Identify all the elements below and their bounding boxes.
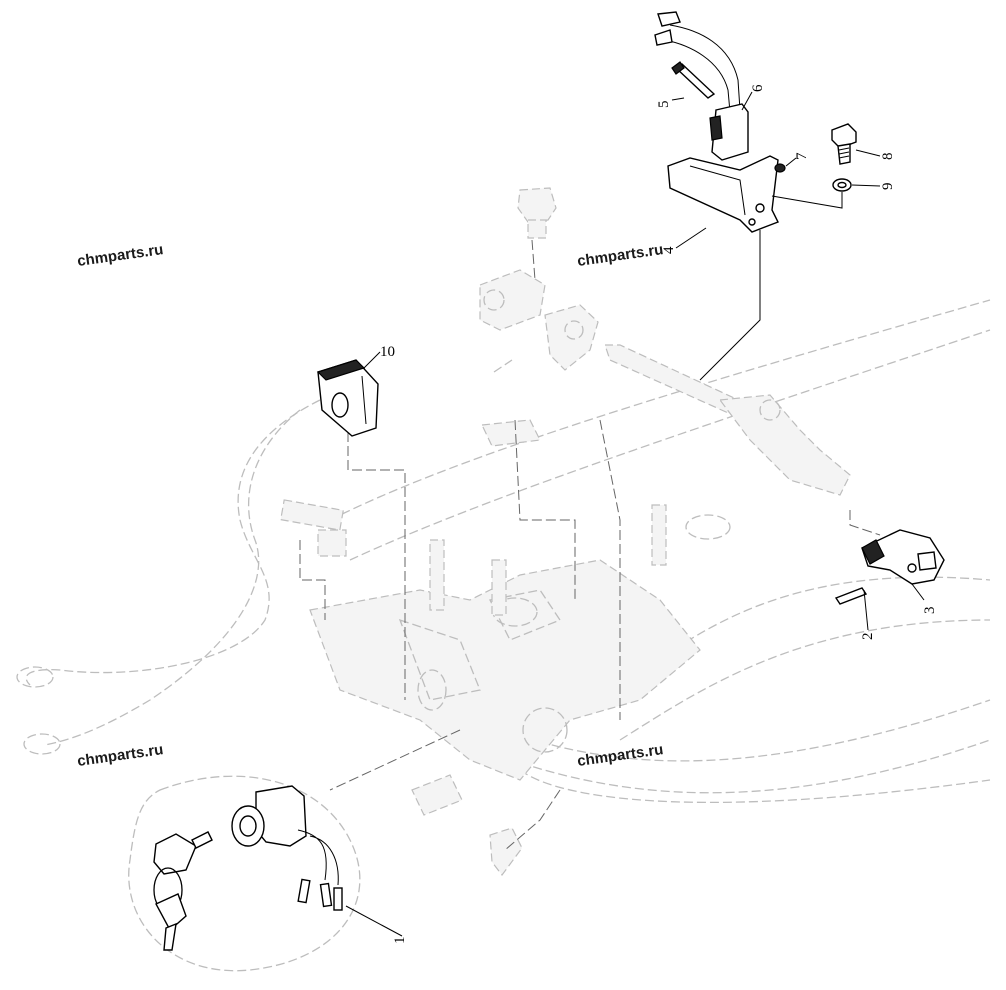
pin-part-2 xyxy=(834,587,868,605)
micro-switch-part-6 xyxy=(654,11,749,161)
watermark-bottom-left: chmparts.ru xyxy=(76,741,164,770)
callout-8: 8 xyxy=(880,153,896,161)
callout-1: 1 xyxy=(392,937,408,945)
nut-part-7 xyxy=(774,163,786,173)
ghost-context-frame xyxy=(16,187,991,876)
callout-leaders xyxy=(345,91,925,937)
lever-cam-part-3 xyxy=(861,529,945,585)
bolt-part-8 xyxy=(831,123,857,165)
watermark-top-left: chmparts.ru xyxy=(76,241,164,270)
callout-9: 9 xyxy=(880,183,896,191)
bracket-part-4 xyxy=(667,155,779,233)
watermark-top-center: chmparts.ru xyxy=(576,241,664,270)
callout-10: 10 xyxy=(380,344,395,360)
ignition-switch-part-1 xyxy=(128,775,361,972)
screw-part-5 xyxy=(671,61,716,99)
callout-2: 2 xyxy=(860,633,876,641)
assembly-leader-lines xyxy=(299,230,881,851)
washer-part-9 xyxy=(832,178,852,192)
callout-5: 5 xyxy=(656,101,672,109)
rubber-boot-part-10 xyxy=(316,359,379,437)
callout-4: 4 xyxy=(661,246,677,254)
watermark-bottom-center: chmparts.ru xyxy=(576,741,664,770)
callout-3: 3 xyxy=(922,607,938,615)
callout-7: 7 xyxy=(794,152,810,160)
callout-6: 6 xyxy=(750,84,766,92)
